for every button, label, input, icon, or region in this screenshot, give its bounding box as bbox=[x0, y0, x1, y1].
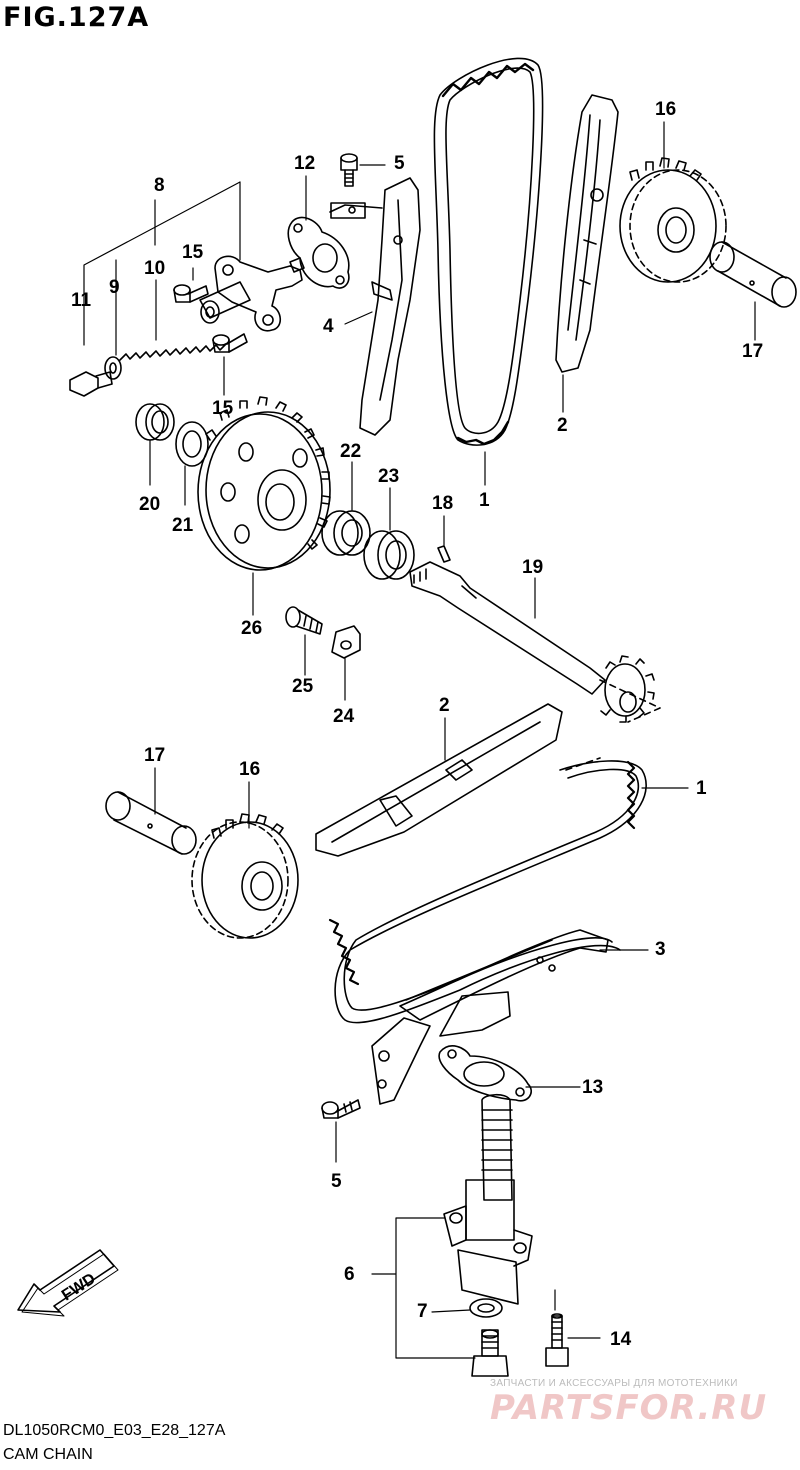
cam-sprocket-16-upper bbox=[619, 157, 727, 283]
callout-12: 12 bbox=[294, 153, 316, 174]
tensioner-adjuster-6 bbox=[443, 1093, 533, 1305]
callout-1-lower: 1 bbox=[696, 778, 707, 799]
callout-15-upper: 15 bbox=[182, 242, 204, 263]
callout-24: 24 bbox=[333, 706, 355, 727]
pin-17-lower bbox=[105, 791, 197, 855]
callout-20: 20 bbox=[139, 494, 161, 515]
bearing-23 bbox=[363, 530, 415, 580]
callout-22: 22 bbox=[340, 441, 362, 462]
callout-14: 14 bbox=[610, 1329, 632, 1350]
callout-25: 25 bbox=[292, 676, 314, 697]
washer-21 bbox=[175, 421, 209, 467]
callout-2-lower: 2 bbox=[439, 695, 450, 716]
fwd-arrow-icon bbox=[17, 1249, 119, 1317]
callout-26: 26 bbox=[241, 618, 263, 639]
bearing-20 bbox=[135, 403, 175, 441]
gasket-13 bbox=[438, 1045, 532, 1102]
bolt-14 bbox=[545, 1313, 569, 1367]
callout-9: 9 bbox=[109, 277, 120, 298]
diagram-name: CAM CHAIN bbox=[3, 1446, 93, 1463]
callout-2-upper: 2 bbox=[557, 415, 568, 436]
callout-10: 10 bbox=[144, 258, 166, 279]
chain-guide-upper bbox=[555, 94, 619, 373]
callout-4: 4 bbox=[323, 316, 334, 337]
leader-lines bbox=[83, 121, 756, 1359]
bolt-5-upper bbox=[340, 153, 358, 187]
callout-15-lower: 15 bbox=[212, 398, 234, 419]
callout-8: 8 bbox=[154, 175, 165, 196]
callout-13: 13 bbox=[582, 1077, 604, 1098]
plate-24 bbox=[331, 625, 361, 659]
cam-sprocket-16-lower bbox=[191, 813, 299, 939]
watermark-caption: ЗАПЧАСТИ И АКСЕССУАРЫ ДЛЯ МОТОТЕХНИКИ bbox=[490, 1378, 738, 1389]
tensioner-blade-upper bbox=[329, 177, 421, 436]
callout-17-upper: 17 bbox=[742, 341, 764, 362]
bearing-22 bbox=[321, 510, 371, 556]
bolt-5-lower bbox=[321, 1099, 361, 1119]
cam-chain-lower bbox=[328, 757, 647, 1024]
callout-19: 19 bbox=[522, 557, 544, 578]
callout-7: 7 bbox=[417, 1301, 428, 1322]
diagram-code: DL1050RCM0_E03_E28_127A bbox=[3, 1422, 226, 1439]
callout-5-upper: 5 bbox=[394, 153, 405, 174]
callout-16-upper: 16 bbox=[655, 99, 677, 120]
callout-1-upper: 1 bbox=[479, 490, 490, 511]
cam-chain-upper bbox=[433, 57, 544, 446]
washer-7 bbox=[469, 1298, 503, 1318]
watermark-logo: PARTSFOR.RU bbox=[490, 1388, 768, 1428]
bolt-25 bbox=[285, 606, 323, 635]
plug-bolt bbox=[471, 1329, 509, 1377]
callout-17-lower: 17 bbox=[144, 745, 166, 766]
key-18 bbox=[437, 545, 451, 563]
gasket-12 bbox=[287, 216, 350, 289]
callout-6: 6 bbox=[344, 1264, 355, 1285]
figure-title: FIG.127A bbox=[3, 2, 150, 33]
chain-guide-lower bbox=[315, 703, 563, 857]
idler-gear-26 bbox=[197, 396, 331, 571]
callout-18: 18 bbox=[432, 493, 454, 514]
callout-21: 21 bbox=[172, 515, 194, 536]
callout-3: 3 bbox=[655, 939, 666, 960]
tensioner-blade-lower bbox=[371, 929, 609, 1105]
tensioner-assembly-8 bbox=[69, 255, 305, 397]
callout-5-lower: 5 bbox=[331, 1171, 342, 1192]
pin-17-upper bbox=[709, 241, 797, 308]
callout-23: 23 bbox=[378, 466, 400, 487]
callout-11: 11 bbox=[71, 290, 92, 311]
cam-drive-shaft-19 bbox=[409, 561, 661, 723]
callout-16-lower: 16 bbox=[239, 759, 261, 780]
